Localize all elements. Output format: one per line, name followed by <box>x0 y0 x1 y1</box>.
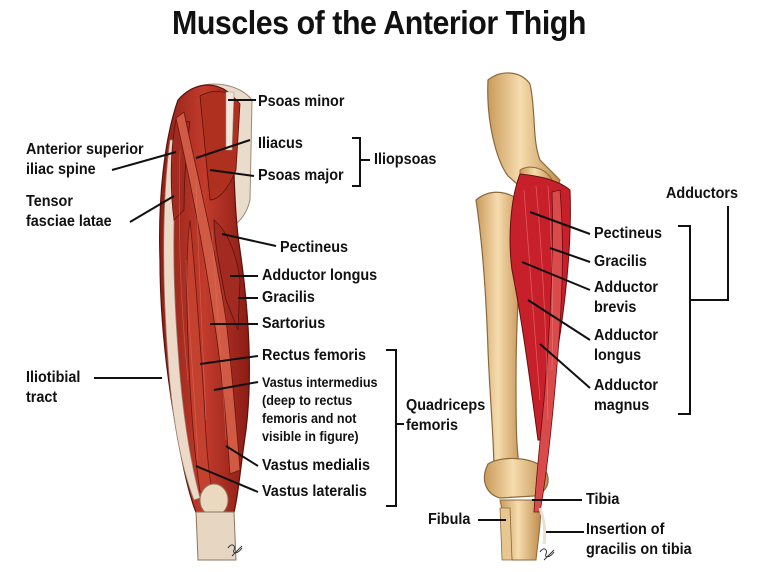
label-am-line2: magnus <box>594 397 650 414</box>
label-ins-line1: Insertion of <box>586 521 665 538</box>
left-artist-signature <box>227 544 243 557</box>
label-gracilis-left: Gracilis <box>262 289 315 306</box>
label-it-line1: Iliotibial <box>26 369 81 386</box>
right-femur-figure <box>475 72 571 561</box>
left-lower-leg-top <box>195 511 237 561</box>
right-fibula <box>499 507 513 561</box>
label-ins-line2: gracilis on tibia <box>586 541 692 558</box>
label-tibia: Tibia <box>586 491 620 508</box>
right-femur-condyles <box>483 457 549 499</box>
label-al-line2: longus <box>594 347 642 364</box>
left-sartorius-muscle <box>175 111 241 475</box>
label-vastus-medialis: Vastus medialis <box>262 457 371 474</box>
left-psoas-minor-tendon <box>225 91 235 151</box>
label-rectus-femoris: Rectus femoris <box>262 347 367 364</box>
leader-lines <box>94 99 729 533</box>
label-vi-line1: Vastus intermedius <box>262 374 378 390</box>
label-asis-line1: Anterior superior <box>26 141 144 158</box>
label-ab-line1: Adductor <box>594 279 658 296</box>
label-sartorius: Sartorius <box>262 315 326 332</box>
label-adductors: Adductors <box>666 185 738 202</box>
label-iliopsoas: Iliopsoas <box>374 151 437 168</box>
label-pectineus-right: Pectineus <box>594 225 663 242</box>
left-thigh-figure <box>159 83 253 561</box>
label-vi-line3: femoris and not <box>262 410 357 426</box>
label-psoas-minor: Psoas minor <box>258 93 345 110</box>
label-vi-line4: visible in figure) <box>262 428 359 444</box>
right-pelvis <box>487 72 561 197</box>
right-gracilis-insertion <box>538 507 547 545</box>
label-vi-line2: (deep to rectus <box>262 392 353 408</box>
label-quad-line1: Quadriceps <box>406 397 486 414</box>
label-ab-line2: brevis <box>594 299 637 316</box>
label-psoas-major: Psoas major <box>258 167 344 184</box>
left-patella <box>199 483 229 517</box>
label-iliacus: Iliacus <box>258 135 303 152</box>
label-al-line1: Adductor <box>594 327 658 344</box>
label-tfl-line2: fasciae latae <box>26 213 112 230</box>
page-title: Muscles of the Anterior Thigh <box>172 4 586 41</box>
label-tfl-line1: Tensor <box>26 193 73 210</box>
label-gracilis-right: Gracilis <box>594 253 647 270</box>
right-artist-signature <box>539 548 555 561</box>
label-vastus-lateralis: Vastus lateralis <box>262 483 367 500</box>
label-it-line2: tract <box>26 389 58 406</box>
label-pectineus-left: Pectineus <box>280 239 349 256</box>
label-fibula: Fibula <box>428 511 471 528</box>
label-adductor-longus-left: Adductor longus <box>262 267 378 284</box>
label-am-line1: Adductor <box>594 377 658 394</box>
label-asis-line2: iliac spine <box>26 161 96 178</box>
label-quad-line2: femoris <box>406 417 459 434</box>
